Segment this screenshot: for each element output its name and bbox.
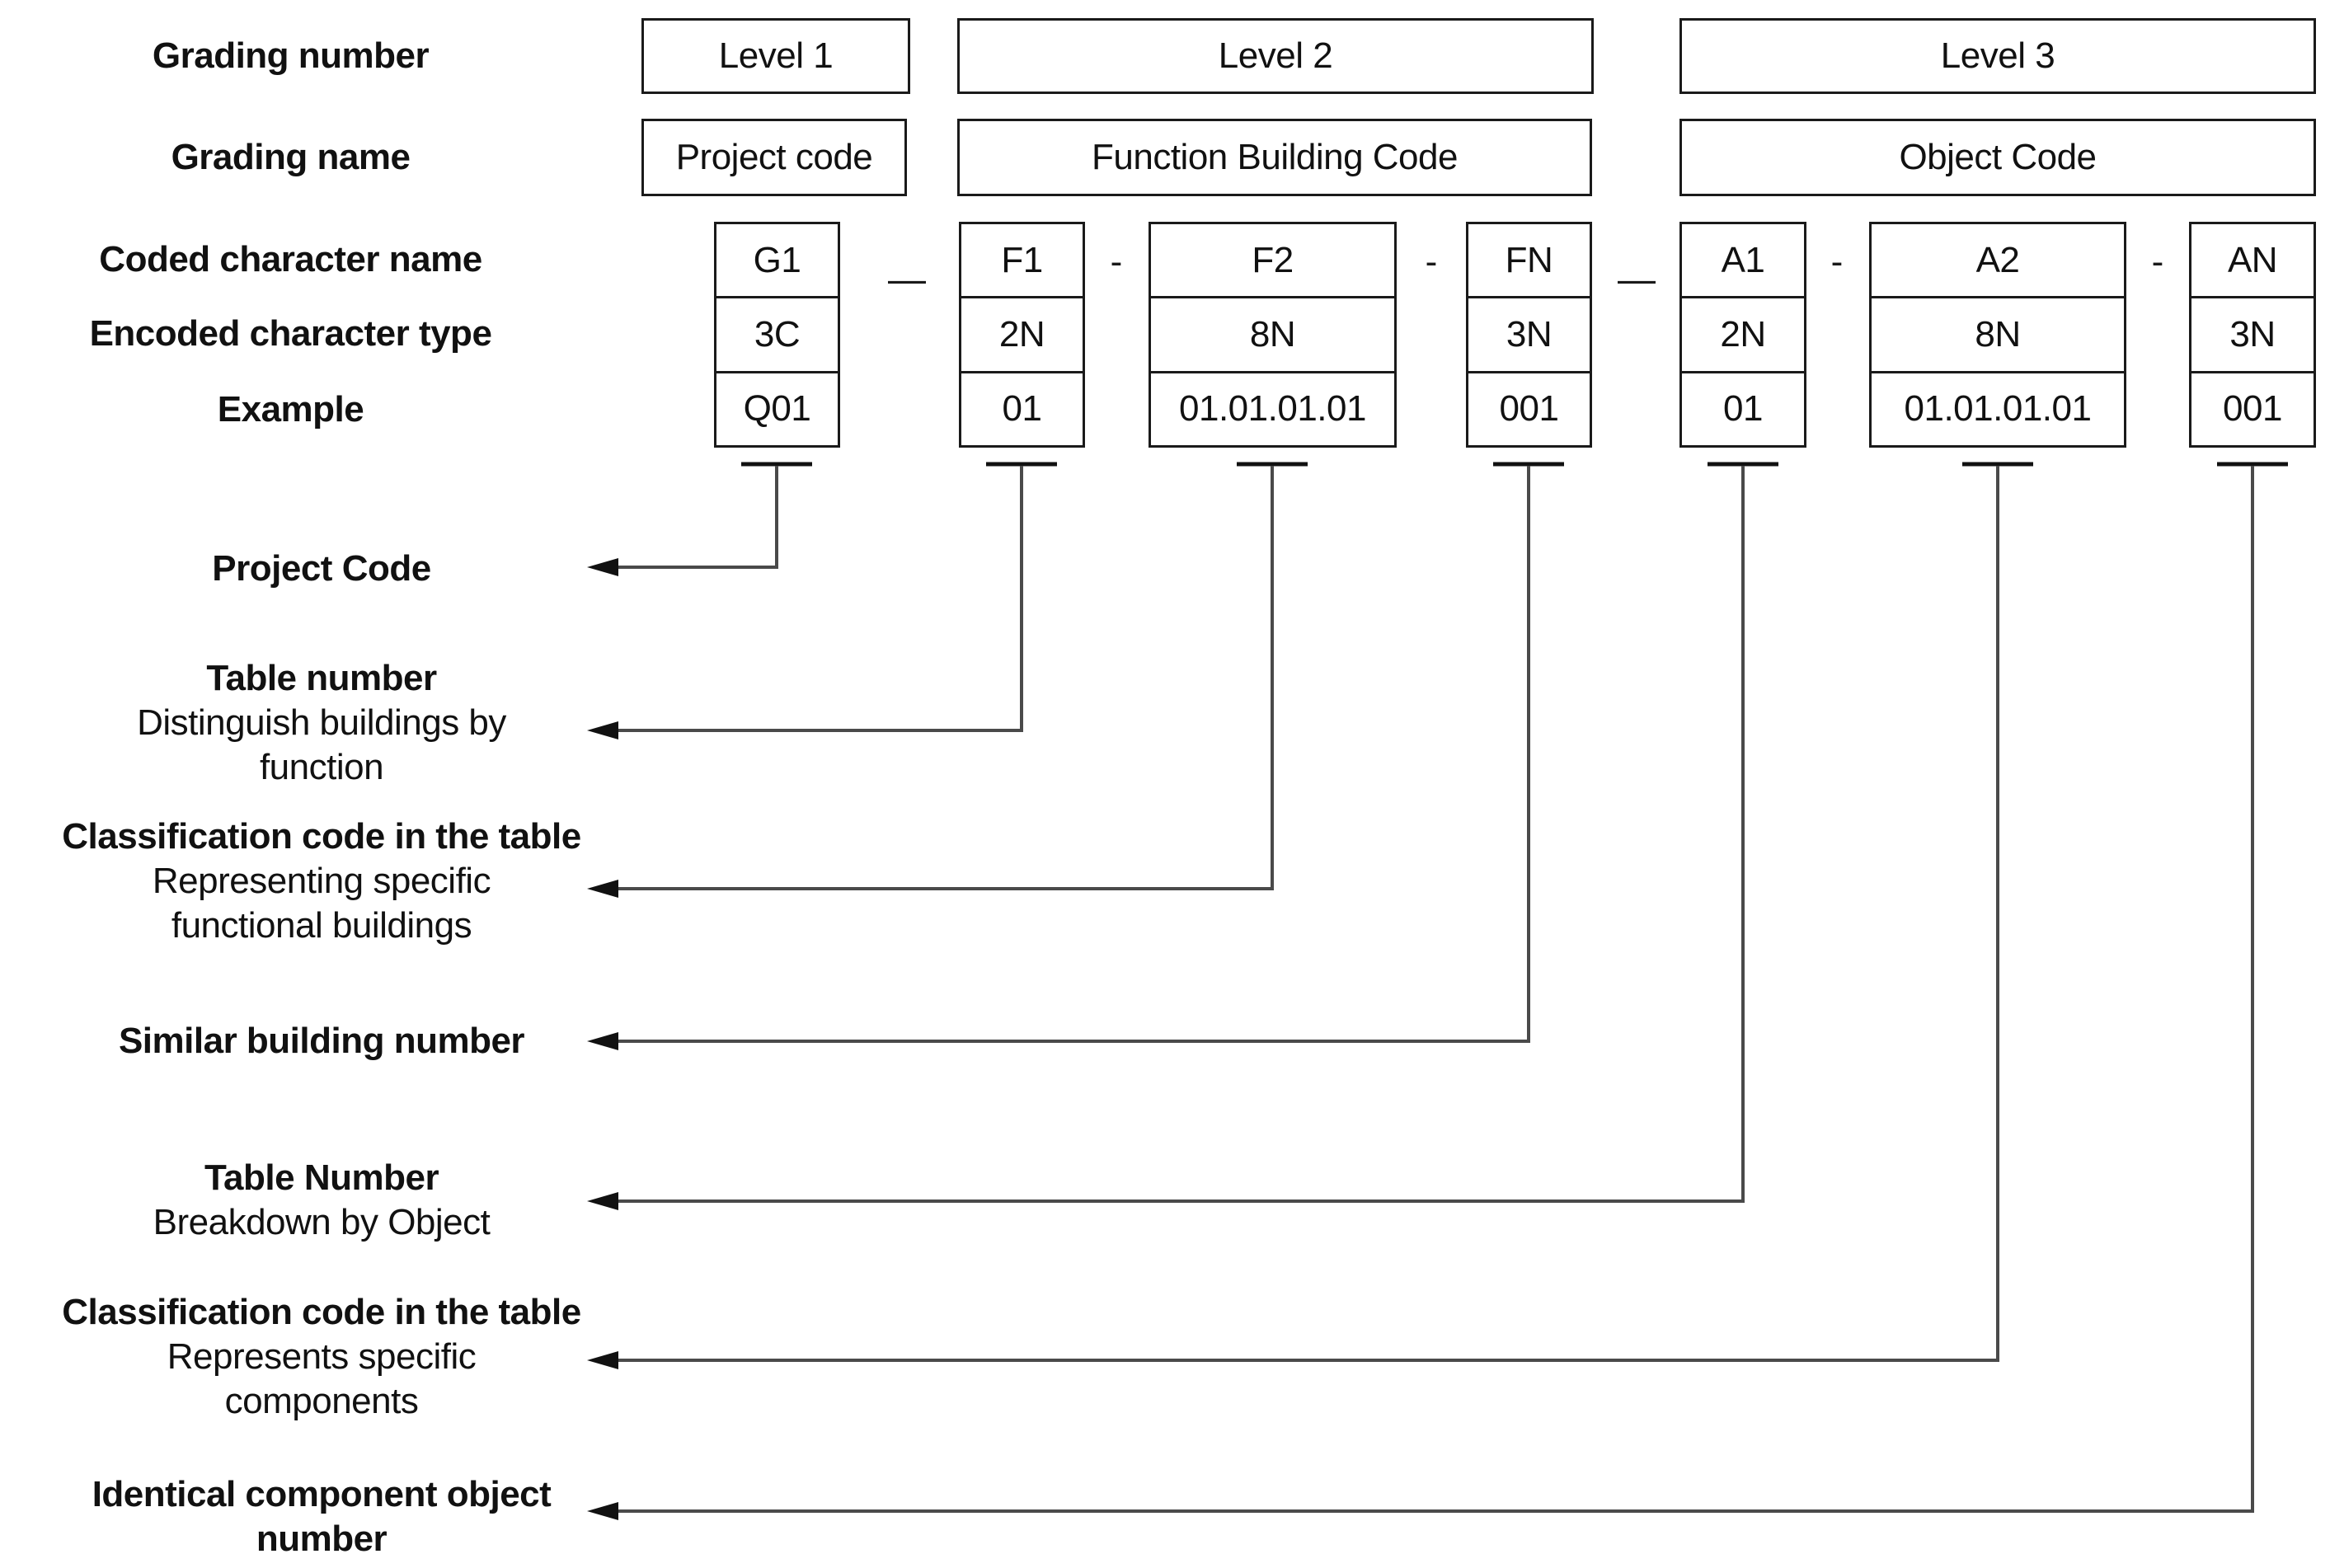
row-label-encoded-character-type: Encoded character type: [89, 313, 492, 354]
annotation-line: function: [259, 747, 384, 787]
segment-example: 01: [1682, 370, 1804, 445]
segment-type: 8N: [1872, 296, 2124, 370]
arrowheads: [587, 558, 618, 1520]
separator-hyphen: -: [2151, 242, 2164, 282]
segment-type: 3N: [2191, 296, 2314, 370]
connector-classification-object: [617, 466, 1999, 1362]
annotation-classification-function: Classification code in the table Represe…: [0, 815, 643, 948]
connector-paths: [617, 466, 2254, 1513]
connector-table-number-function: [617, 466, 1023, 732]
row-label-coded-character-name: Coded character name: [99, 238, 482, 279]
connector-table-number-object: [617, 466, 1745, 1203]
segment-code: F2: [1252, 239, 1294, 280]
arrowhead-icon: [587, 1032, 618, 1050]
segment-type: 8N: [1151, 296, 1394, 370]
separator-dash: —: [888, 257, 926, 300]
arrowhead-icon: [587, 1351, 618, 1369]
separator-hyphen: -: [1425, 242, 1438, 282]
arrowhead-icon: [587, 558, 618, 576]
segment-code: A1: [1721, 239, 1765, 280]
grading-name-function-building-code-box: Function Building Code: [957, 119, 1592, 196]
arrowhead-icon: [587, 880, 618, 898]
segment-example: 01.01.01.01: [1151, 370, 1394, 445]
segment-column-an: AN 3N 001: [2189, 222, 2316, 448]
annotation-line: functional buildings: [171, 905, 472, 946]
annotation-line: components: [224, 1381, 419, 1421]
arrowhead-icon: [587, 721, 618, 739]
annotation-title: Project Code: [212, 548, 431, 589]
segment-example: 001: [1468, 370, 1590, 445]
annotation-line: Representing specific: [152, 861, 491, 901]
annotation-title: Table Number: [204, 1157, 439, 1198]
annotation-similar-building-number: Similar building number: [0, 1019, 643, 1063]
connector-project-code: [617, 466, 778, 569]
annotation-line: Represents specific: [167, 1336, 477, 1377]
connector-identical-component: [617, 466, 2254, 1513]
arrowhead-icon: [587, 1502, 618, 1520]
segment-code: A2: [1975, 239, 2020, 280]
annotation-line: Breakdown by Object: [153, 1202, 491, 1242]
segment-column-fn: FN 3N 001: [1466, 222, 1592, 448]
segment-column-f2: F2 8N 01.01.01.01: [1149, 222, 1397, 448]
annotation-title: number: [256, 1519, 388, 1559]
segment-code: F1: [1001, 239, 1043, 280]
annotation-title: Table number: [206, 658, 437, 698]
segment-example: 001: [2191, 370, 2314, 445]
row-label-example: Example: [217, 388, 364, 430]
connector-classification-function: [617, 466, 1274, 890]
segment-example: 01: [961, 370, 1083, 445]
segment-column-a2: A2 8N 01.01.01.01: [1869, 222, 2126, 448]
annotation-table-number-function: Table number Distinguish buildings by fu…: [0, 656, 643, 790]
level-3-box: Level 3: [1679, 18, 2316, 94]
segment-type: 2N: [961, 296, 1083, 370]
annotation-classification-object: Classification code in the table Represe…: [0, 1290, 643, 1424]
separator-hyphen: -: [1110, 242, 1123, 282]
annotation-title: Identical component object: [92, 1474, 552, 1514]
segment-code: FN: [1505, 239, 1553, 280]
connector-similar-building: [617, 466, 1530, 1043]
annotation-title: Similar building number: [118, 1021, 525, 1061]
segment-column-f1: F1 2N 01: [959, 222, 1085, 448]
segment-code: AN: [2227, 239, 2278, 280]
row-label-grading-name: Grading name: [171, 137, 411, 177]
grading-name-project-code-box: Project code: [641, 119, 907, 196]
grading-name-object-code-box: Object Code: [1679, 119, 2316, 196]
separator-hyphen: -: [1830, 242, 1844, 282]
annotation-table-number-object: Table Number Breakdown by Object: [0, 1156, 643, 1245]
segment-column-a1: A1 2N 01: [1679, 222, 1806, 448]
segment-column-g1: G1 3C Q01: [714, 222, 840, 448]
level-2-box: Level 2: [957, 18, 1594, 94]
arrowhead-icon: [587, 1192, 618, 1210]
annotation-project-code: Project Code: [0, 547, 643, 591]
annotation-identical-component: Identical component object number: [0, 1472, 643, 1561]
segment-type: 3C: [716, 296, 838, 370]
separator-dash: —: [1618, 257, 1656, 300]
annotation-title: Classification code in the table: [62, 816, 581, 857]
segment-example: Q01: [716, 370, 838, 445]
segment-code: G1: [753, 239, 801, 280]
segment-type: 3N: [1468, 296, 1590, 370]
annotation-title: Classification code in the table: [62, 1292, 581, 1332]
segment-example: 01.01.01.01: [1872, 370, 2124, 445]
annotation-line: Distinguish buildings by: [137, 702, 506, 743]
segment-type: 2N: [1682, 296, 1804, 370]
row-label-grading-number: Grading number: [152, 35, 430, 76]
level-1-box: Level 1: [641, 18, 910, 94]
